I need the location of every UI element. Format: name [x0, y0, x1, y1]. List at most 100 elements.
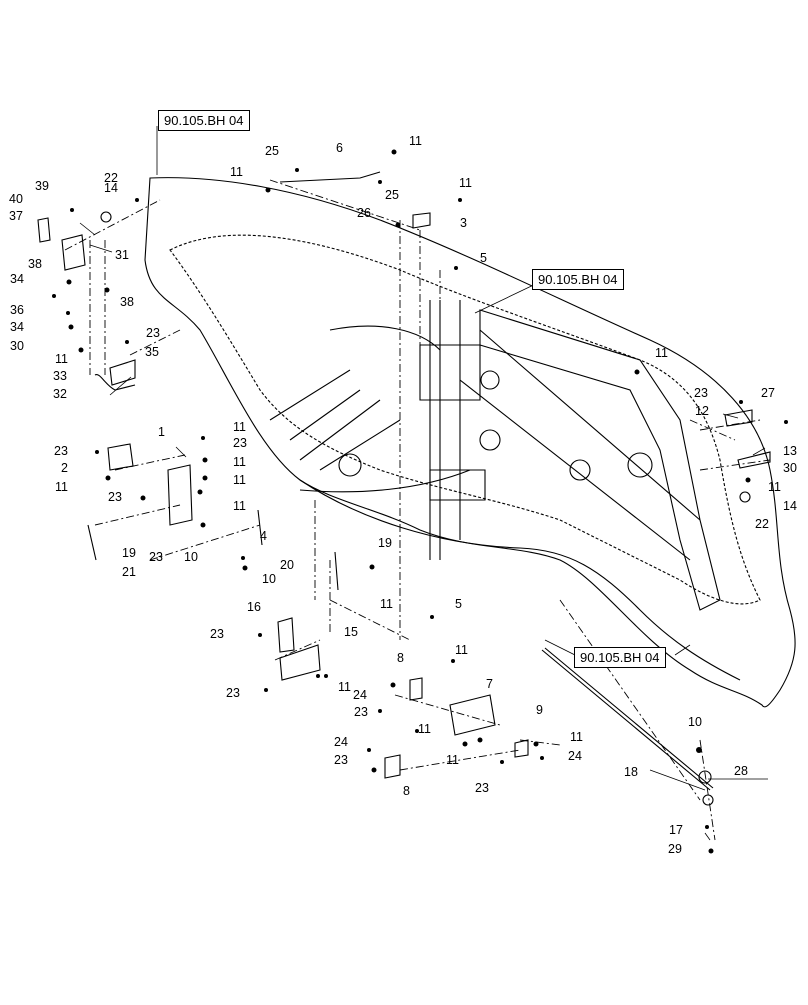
callout-19a: 19: [122, 546, 136, 560]
callout-23k: 23: [475, 781, 489, 795]
callout-5a: 5: [480, 251, 487, 265]
callout-14b: 14: [783, 499, 797, 513]
callout-11h: 11: [233, 420, 246, 434]
callout-12: 12: [695, 404, 709, 418]
callout-6: 6: [336, 141, 343, 155]
callout-10b: 10: [262, 572, 276, 586]
callout-4: 4: [260, 529, 267, 543]
truss-lines: [269, 369, 401, 471]
diagonal-strut-2: [479, 329, 701, 521]
callout-34b: 34: [10, 320, 24, 334]
callout-23a: 23: [146, 326, 160, 340]
callout-39: 39: [35, 179, 49, 193]
callout-30b: 30: [783, 461, 797, 475]
callout-10c: 10: [688, 715, 702, 729]
callout-27: 27: [761, 386, 775, 400]
callout-20: 20: [280, 558, 294, 572]
callout-leaders: [79, 126, 768, 841]
callout-11b: 11: [409, 134, 422, 148]
callout-23j: 23: [334, 753, 348, 767]
part-9-clip: [514, 739, 529, 758]
access-hole-4: [480, 370, 500, 390]
part-15-bracket: [279, 644, 321, 681]
callout-37: 37: [9, 209, 23, 223]
part-6-rod: [279, 171, 381, 183]
callout-24a: 24: [353, 688, 367, 702]
callout-11c: 11: [459, 176, 472, 190]
part-14-nut-right: [739, 491, 751, 503]
callout-23b: 23: [54, 444, 68, 458]
callout-38b: 38: [120, 295, 134, 309]
part-14-nut-left: [100, 211, 112, 223]
part-12-bracket: [724, 409, 753, 427]
callout-11q: 11: [570, 730, 583, 744]
callout-11f: 11: [55, 352, 68, 366]
callout-5b: 5: [455, 597, 462, 611]
part-28-washer: [698, 770, 712, 784]
callout-19b: 19: [378, 536, 392, 550]
callout-25b: 25: [385, 188, 399, 202]
access-hole-2: [627, 452, 653, 478]
callout-25a: 25: [265, 144, 279, 158]
callout-11m: 11: [338, 680, 351, 694]
part-40-clip: [37, 217, 51, 243]
callout-34a: 34: [10, 272, 24, 286]
part-28-washer-2: [702, 794, 714, 806]
part-20-gas-spring: [334, 551, 339, 591]
callout-22b: 22: [755, 517, 769, 531]
access-hole-1: [569, 459, 591, 481]
callout-30a: 30: [10, 339, 24, 353]
callout-11d: 11: [655, 346, 668, 360]
callout-33: 33: [53, 369, 67, 383]
callout-10a: 10: [184, 550, 198, 564]
callout-11a: 11: [230, 165, 243, 179]
callout-11e: 11: [768, 480, 781, 494]
part-35-bracket: [109, 359, 136, 386]
part-21-strut: [87, 524, 97, 561]
callout-36: 36: [10, 303, 24, 317]
reference-box-top[interactable]: 90.105.BH 04: [158, 110, 250, 131]
callout-18: 18: [624, 765, 638, 779]
callout-23i: 23: [354, 705, 368, 719]
callout-7: 7: [486, 677, 493, 691]
callout-8b: 8: [403, 784, 410, 798]
part-1-hinge: [167, 464, 193, 526]
callout-22a: 22: [104, 171, 118, 185]
callout-29: 29: [668, 842, 682, 856]
callout-32: 32: [53, 387, 67, 401]
callout-14a: 14: [104, 181, 118, 195]
callout-11o: 11: [418, 722, 431, 736]
center-lines: [64, 179, 771, 841]
callout-38a: 38: [28, 257, 42, 271]
frame-rail-cross: [419, 344, 486, 501]
callout-11i: 11: [233, 455, 246, 469]
reference-box-middle[interactable]: 90.105.BH 04: [532, 269, 624, 290]
callout-23f: 23: [694, 386, 708, 400]
callout-40: 40: [9, 192, 23, 206]
callout-26: 26: [357, 206, 371, 220]
callout-24b: 24: [334, 735, 348, 749]
callout-2: 2: [61, 461, 68, 475]
reference-box-bottom[interactable]: 90.105.BH 04: [574, 647, 666, 668]
callout-16: 16: [247, 600, 261, 614]
callout-23d: 23: [233, 436, 247, 450]
callout-28: 28: [734, 764, 748, 778]
access-hole-3: [479, 429, 501, 451]
part-4-strut: [257, 509, 263, 546]
callout-23g: 23: [210, 627, 224, 641]
callout-11k: 11: [233, 499, 246, 513]
part-8-bracket-upper: [409, 677, 423, 701]
callout-11j: 11: [233, 473, 246, 487]
rear-housing: [479, 309, 721, 611]
callout-23h: 23: [226, 686, 240, 700]
callout-31: 31: [115, 248, 129, 262]
part-7-bracket: [449, 694, 496, 736]
callout-11l: 11: [380, 597, 393, 611]
part-3-bracket: [412, 212, 431, 229]
callout-23c: 23: [108, 490, 122, 504]
diagonal-strut-1: [459, 379, 691, 561]
callout-3: 3: [460, 216, 467, 230]
